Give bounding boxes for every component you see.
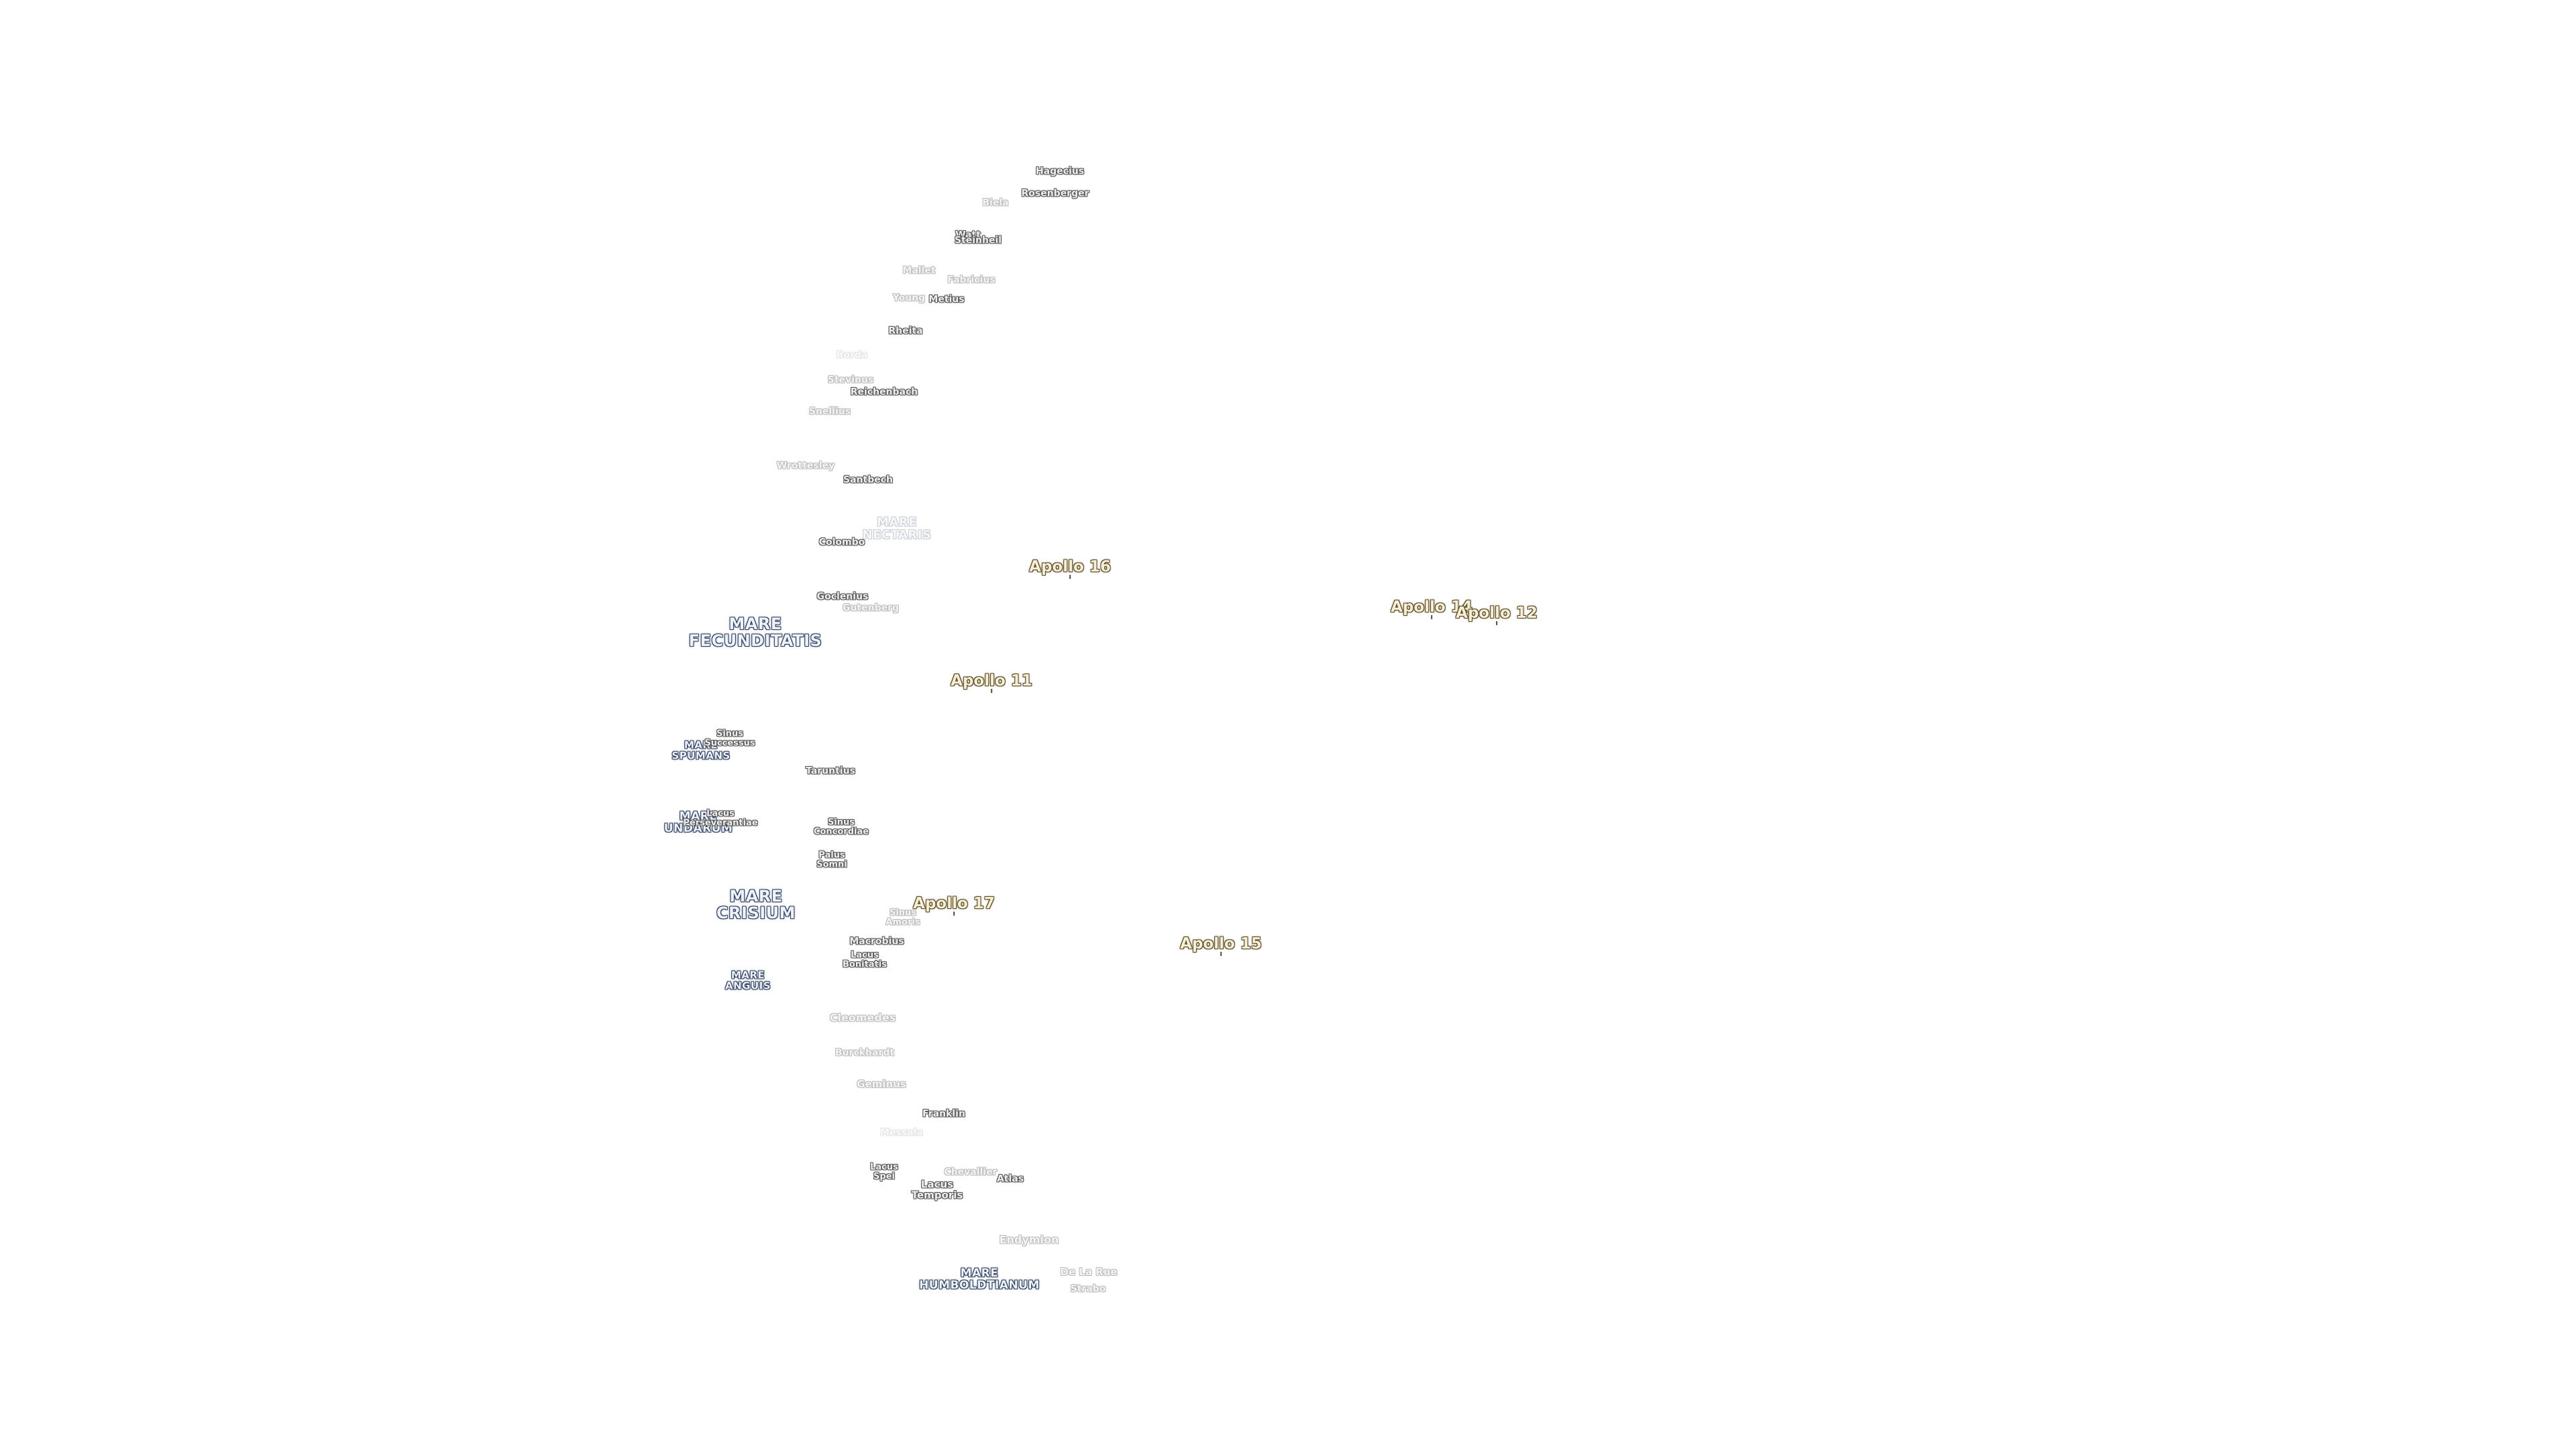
landing-site-apollo-12[interactable]: Apollo 12 bbox=[1456, 604, 1538, 626]
feature-label[interactable]: Sinus Concordiae bbox=[813, 817, 869, 837]
feature-label[interactable]: Lacus Bonitatis bbox=[843, 950, 887, 969]
landing-site-label: Apollo 17 bbox=[913, 894, 995, 912]
landing-site-label: Apollo 12 bbox=[1456, 604, 1538, 622]
feature-label[interactable]: Sinus Amoris bbox=[885, 908, 920, 927]
feature-label[interactable]: Sinus Successus bbox=[704, 729, 755, 748]
feature-label[interactable]: Stevinus bbox=[827, 374, 874, 386]
feature-label[interactable]: Biela bbox=[982, 197, 1009, 209]
feature-label[interactable]: Endymion bbox=[999, 1233, 1059, 1246]
feature-label[interactable]: Young bbox=[892, 292, 926, 304]
mare-label[interactable]: MARE HUMBOLDTIANUM bbox=[919, 1267, 1040, 1292]
landing-site-label: Apollo 16 bbox=[1029, 557, 1111, 576]
feature-label[interactable]: Wrottesley bbox=[776, 460, 835, 472]
feature-label[interactable]: Strabo bbox=[1070, 1283, 1106, 1295]
feature-label[interactable]: Franklin bbox=[922, 1108, 965, 1120]
feature-label[interactable]: Lacus Temporis bbox=[911, 1178, 963, 1201]
feature-label[interactable]: Snellius bbox=[808, 406, 851, 417]
feature-label[interactable]: Borda bbox=[836, 350, 868, 361]
landing-site-label: Apollo 15 bbox=[1180, 934, 1262, 953]
feature-label[interactable]: Chevallier bbox=[944, 1167, 998, 1178]
landing-site-marker bbox=[953, 912, 955, 916]
landing-site-apollo-16[interactable]: Apollo 16 bbox=[1029, 557, 1111, 580]
mare-label[interactable]: MARE FECUNDITATIS bbox=[688, 614, 822, 650]
feature-label[interactable]: Lacus Perseverantiae bbox=[683, 808, 758, 828]
feature-label[interactable]: Atlas bbox=[996, 1173, 1024, 1185]
feature-label[interactable]: Mallet bbox=[902, 265, 936, 276]
landing-site-label: Apollo 14 bbox=[1391, 598, 1472, 616]
mare-label[interactable]: MARE NECTARIS bbox=[862, 515, 932, 542]
feature-label[interactable]: Metius bbox=[928, 294, 965, 305]
feature-label[interactable]: Taruntius bbox=[806, 765, 855, 777]
landing-site-apollo-14[interactable]: Apollo 14 bbox=[1391, 598, 1472, 620]
mare-label[interactable]: MARE SPUMANS bbox=[672, 739, 731, 761]
feature-label[interactable]: Messala bbox=[880, 1127, 923, 1138]
feature-label[interactable]: Steinheil bbox=[954, 235, 1002, 246]
feature-label[interactable]: Watt bbox=[955, 229, 981, 241]
landing-site-apollo-15[interactable]: Apollo 15 bbox=[1180, 934, 1262, 957]
mare-label[interactable]: MARE UNDARUM bbox=[663, 810, 733, 835]
feature-label[interactable]: Burckhardt bbox=[835, 1047, 895, 1059]
feature-label[interactable]: Hagecius bbox=[1035, 166, 1085, 177]
feature-label[interactable]: Rosenberger bbox=[1021, 188, 1089, 199]
feature-label[interactable]: Gutenberg bbox=[842, 602, 900, 614]
landing-site-marker bbox=[1069, 575, 1071, 580]
feature-label[interactable]: Reichenbach bbox=[850, 386, 918, 398]
feature-label[interactable]: De La Rue bbox=[1060, 1266, 1118, 1279]
mare-label[interactable]: MARE ANGUIS bbox=[724, 969, 771, 991]
feature-label[interactable]: Goclenius bbox=[816, 591, 869, 602]
feature-label[interactable]: Geminus bbox=[857, 1078, 906, 1091]
feature-label[interactable]: Macrobius bbox=[849, 936, 904, 947]
landing-site-marker bbox=[991, 689, 992, 694]
feature-label[interactable]: Palus Somni bbox=[816, 850, 847, 869]
mare-label[interactable]: MARE CRISIUM bbox=[716, 886, 796, 922]
landing-site-marker bbox=[1220, 952, 1222, 957]
feature-label[interactable]: Santbech bbox=[843, 474, 893, 486]
landing-site-apollo-17[interactable]: Apollo 17 bbox=[913, 894, 995, 916]
feature-label[interactable]: Colombo bbox=[818, 537, 865, 548]
landing-site-marker bbox=[1431, 615, 1432, 620]
feature-label[interactable]: Lacus Spei bbox=[870, 1162, 898, 1181]
landing-site-label: Apollo 11 bbox=[951, 672, 1032, 690]
landing-site-apollo-11[interactable]: Apollo 11 bbox=[951, 672, 1032, 694]
feature-label[interactable]: Rheita bbox=[888, 325, 923, 337]
feature-label[interactable]: Cleomedes bbox=[829, 1011, 896, 1024]
feature-label[interactable]: Fabricius bbox=[947, 274, 996, 286]
landing-site-marker bbox=[1496, 621, 1497, 626]
